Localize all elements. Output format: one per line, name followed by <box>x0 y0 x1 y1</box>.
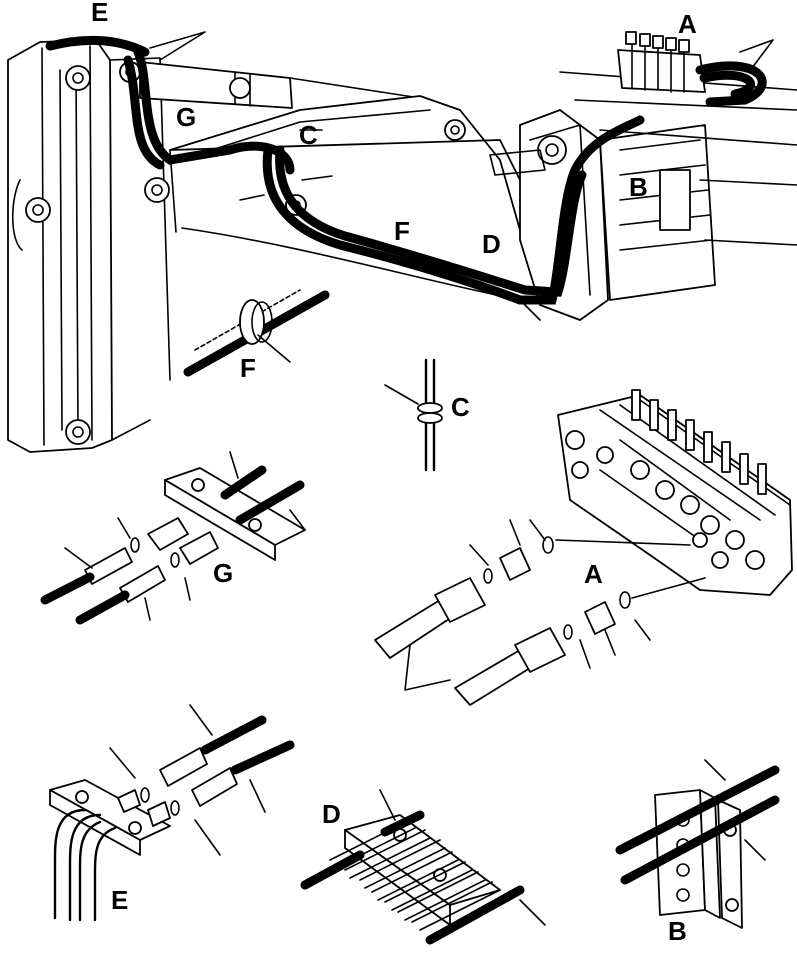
detail-g-bulkhead: G <box>40 451 306 625</box>
detail-a-connections: A <box>374 519 706 706</box>
label-b-detail: B <box>668 916 687 946</box>
main-hose-routing <box>45 35 767 305</box>
label-b-main: B <box>629 172 648 202</box>
label-c-detail: C <box>451 392 470 422</box>
label-f-detail: F <box>240 353 256 383</box>
detail-e-bulkhead: E <box>49 704 295 922</box>
label-f-main: F <box>394 216 410 246</box>
label-a-main: A <box>678 9 697 39</box>
label-e-main: E <box>91 0 108 27</box>
control-valve-detail <box>557 389 793 596</box>
control-valve-top <box>617 31 706 93</box>
label-d-detail: D <box>322 799 341 829</box>
label-e-detail: E <box>111 885 128 915</box>
detail-f-clamp: F <box>183 289 330 383</box>
label-a-detail: A <box>584 559 603 589</box>
label-c-main: C <box>299 120 318 150</box>
detail-d-clamp: D <box>300 789 546 945</box>
label-g-detail: G <box>213 558 233 588</box>
detail-b-bulkhead: B <box>615 759 780 946</box>
label-g-main: G <box>176 102 196 132</box>
detail-c-fitting: C <box>384 358 470 472</box>
boom-assembly <box>7 39 797 453</box>
label-d-main: D <box>482 229 501 259</box>
